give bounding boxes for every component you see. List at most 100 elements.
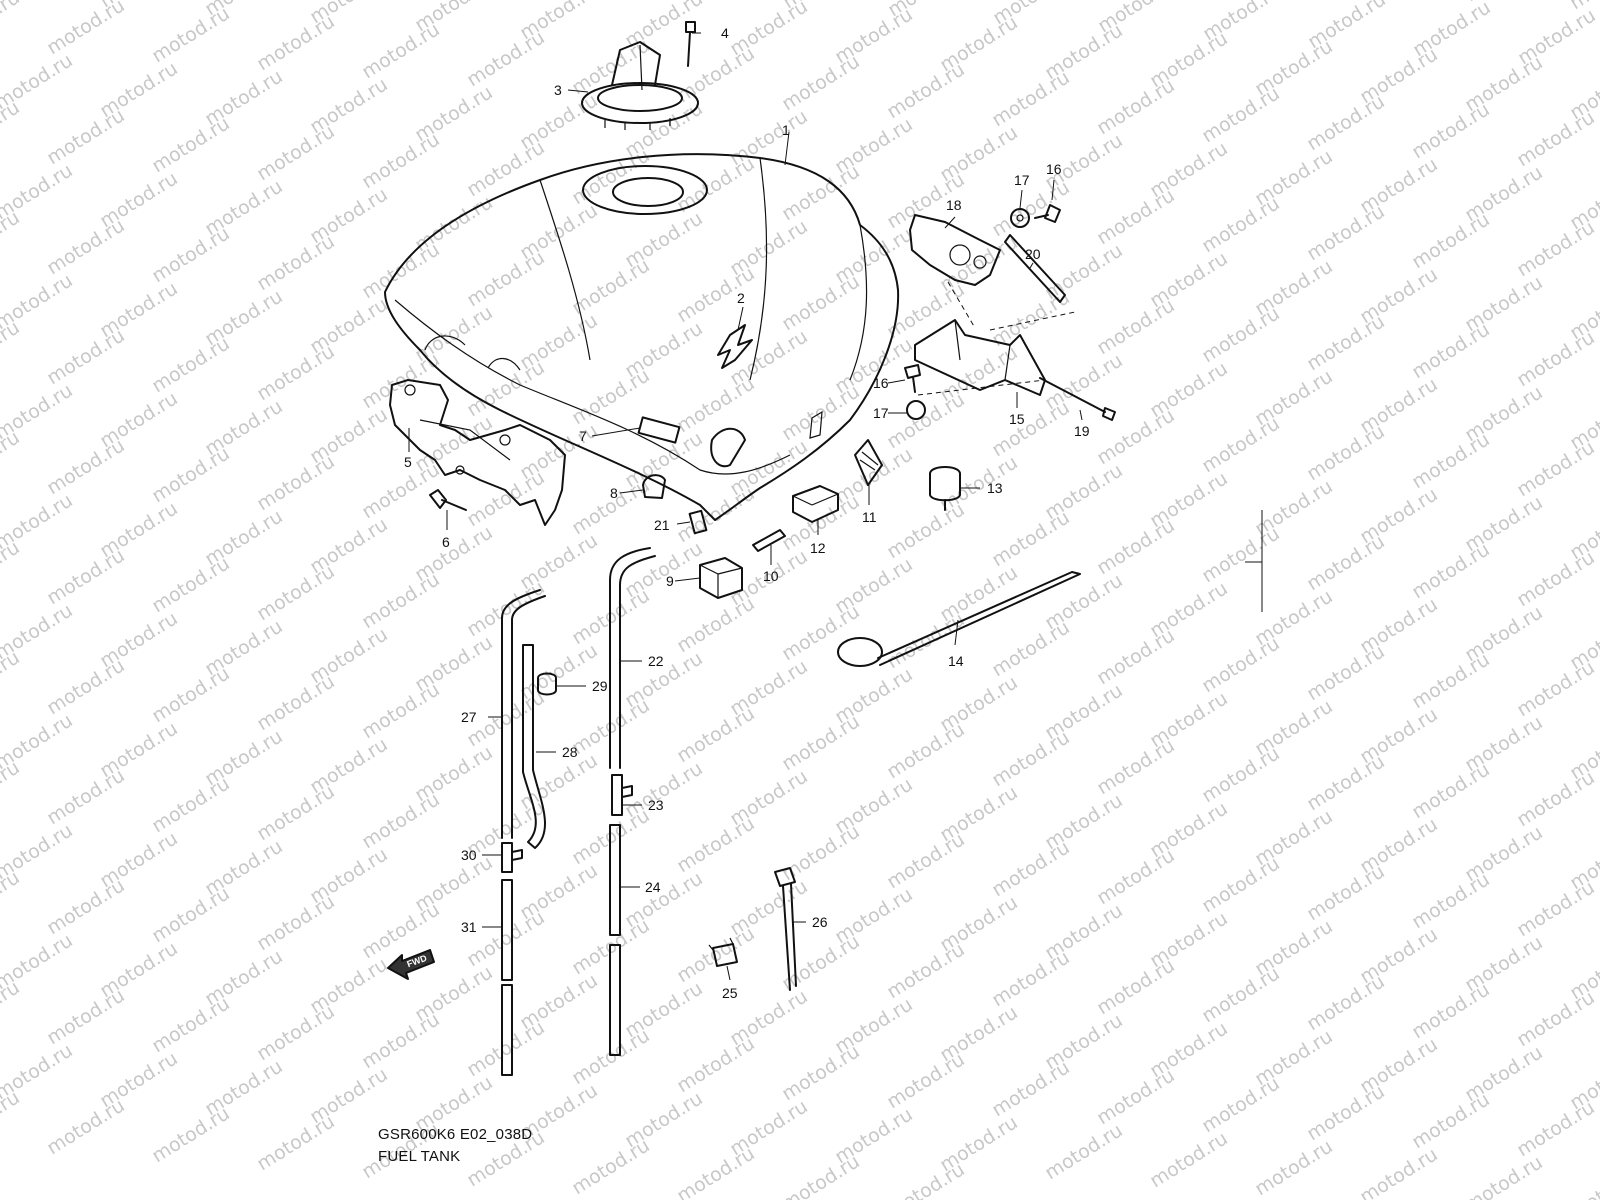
watermark-text: motod.ru bbox=[1303, 640, 1389, 705]
watermark-text: motod.ru bbox=[1408, 538, 1494, 603]
watermark-text: motod.ru bbox=[1408, 648, 1494, 713]
long-bolt-part-19 bbox=[1039, 377, 1116, 421]
hose-part-24b bbox=[609, 944, 621, 1056]
watermark-text: motod.ru bbox=[1198, 1072, 1284, 1137]
watermark-text: motod.ru bbox=[463, 356, 549, 421]
watermark-text: motod.ru bbox=[1303, 1080, 1389, 1145]
watermark-text: motod.ru bbox=[1303, 530, 1389, 595]
watermark-text: motod.ru bbox=[988, 506, 1074, 571]
watermark-text: motod.ru bbox=[358, 348, 444, 413]
watermark-text: motod.ru bbox=[1408, 868, 1494, 933]
watermark-text: motod.ru bbox=[883, 828, 969, 893]
watermark-text: motod.ru bbox=[148, 2, 234, 67]
watermark-text: motod.ru bbox=[1093, 954, 1179, 1019]
watermark-text: motod.ru bbox=[253, 1110, 339, 1175]
watermark-text: motod.ru bbox=[1093, 514, 1179, 579]
callout-6: 6 bbox=[442, 534, 450, 550]
diagram-title: FUEL TANK bbox=[378, 1148, 461, 1165]
watermark-text: motod.ru bbox=[988, 66, 1074, 131]
watermark-text: motod.ru bbox=[148, 662, 234, 727]
leader-lines bbox=[408, 32, 1083, 981]
watermark-text: motod.ru bbox=[1408, 1088, 1494, 1153]
watermark-text: motod.ru bbox=[43, 874, 129, 939]
watermark-text: motod.ru bbox=[778, 50, 864, 115]
watermark-text: motod.ru bbox=[1093, 404, 1179, 469]
watermark-text: motod.ru bbox=[1408, 98, 1494, 163]
watermark-text: motod.ru bbox=[0, 206, 24, 271]
watermark-text: motod.ru bbox=[883, 388, 969, 453]
callout-12: 12 bbox=[810, 540, 826, 556]
hose-part-28 bbox=[522, 644, 546, 849]
watermark-text: motod.ru bbox=[358, 458, 444, 523]
watermark-text: motod.ru bbox=[1408, 428, 1494, 493]
joint-part-23 bbox=[611, 774, 633, 816]
cushion-part-9 bbox=[699, 557, 743, 599]
fuel-cap-part bbox=[581, 41, 699, 130]
bolt-part-16a bbox=[1034, 204, 1061, 223]
callout-9: 9 bbox=[666, 573, 674, 589]
watermark-text: motod.ru bbox=[1566, 1159, 1600, 1200]
watermark-text: motod.ru bbox=[0, 1086, 24, 1151]
watermark-text: motod.ru bbox=[148, 992, 234, 1057]
watermark-text: motod.ru bbox=[778, 600, 864, 665]
watermark-text: motod.ru bbox=[253, 670, 339, 735]
watermark-text: motod.ru bbox=[1303, 860, 1389, 925]
watermark-text: motod.ru bbox=[673, 812, 759, 877]
watermark-text: motod.ru bbox=[358, 788, 444, 853]
callout-25: 25 bbox=[722, 985, 738, 1001]
watermark-text: motod.ru bbox=[1356, 1143, 1442, 1200]
watermark-text: motod.ru bbox=[358, 238, 444, 303]
watermark-text: motod.ru bbox=[568, 364, 654, 429]
watermark-text: motod.ru bbox=[0, 426, 24, 491]
watermark-text: motod.ru bbox=[1513, 106, 1599, 171]
watermark-text: motod.ru bbox=[1198, 632, 1284, 697]
watermark-text: motod.ru bbox=[673, 702, 759, 767]
watermark-text: motod.ru bbox=[0, 756, 24, 821]
callout-17b: 17 bbox=[873, 405, 889, 421]
watermark-text: motod.ru bbox=[0, 866, 24, 931]
watermark-text: motod.ru bbox=[1513, 876, 1599, 941]
watermark-text: motod.ru bbox=[0, 536, 24, 601]
watermark-text: motod.ru bbox=[253, 780, 339, 845]
watermark-text: motod.ru bbox=[358, 1008, 444, 1073]
watermark-text: motod.ru bbox=[253, 120, 339, 185]
watermark-text: motod.ru bbox=[883, 938, 969, 1003]
watermark-text: motod.ru bbox=[43, 1094, 129, 1159]
watermark-text: motod.ru bbox=[1093, 624, 1179, 689]
watermark-text: motod.ru bbox=[1408, 758, 1494, 823]
hose-part-22 bbox=[609, 547, 656, 769]
watermark-text: motod.ru bbox=[673, 592, 759, 657]
watermark-text: motod.ru bbox=[43, 654, 129, 719]
callout-14: 14 bbox=[948, 653, 964, 669]
mount-plate-part bbox=[909, 214, 1001, 286]
watermark-text: motod.ru bbox=[1198, 742, 1284, 807]
watermark-text: motod.ru bbox=[43, 324, 129, 389]
callout-26: 26 bbox=[812, 914, 828, 930]
watermark-text: motod.ru bbox=[1513, 986, 1599, 1051]
watermark-text: motod.ru bbox=[1093, 294, 1179, 359]
callout-31: 31 bbox=[461, 919, 477, 935]
watermark-text: motod.ru bbox=[673, 262, 759, 327]
callout-30: 30 bbox=[461, 847, 477, 863]
watermark-text: motod.ru bbox=[1093, 1064, 1179, 1129]
tee-joint-part-30 bbox=[501, 842, 523, 873]
watermark-text: motod.ru bbox=[148, 552, 234, 617]
watermark-text: motod.ru bbox=[778, 820, 864, 885]
watermark-text: motod.ru bbox=[1198, 522, 1284, 587]
clip-part-21 bbox=[688, 509, 708, 535]
watermark-text: motod.ru bbox=[1198, 962, 1284, 1027]
assembly-guide-lines bbox=[917, 281, 1076, 396]
clamp-part-25 bbox=[708, 937, 738, 967]
callout-2: 2 bbox=[737, 290, 745, 306]
watermark-text: motod.ru bbox=[43, 214, 129, 279]
watermark-text: motod.ru bbox=[778, 1150, 864, 1200]
watermark-text: motod.ru bbox=[253, 340, 339, 405]
watermark-text: motod.ru bbox=[0, 976, 24, 1041]
watermark-text: motod.ru bbox=[1198, 412, 1284, 477]
watermark-text: motod.ru bbox=[1093, 74, 1179, 139]
watermark-text: motod.ru bbox=[988, 396, 1074, 461]
watermark-text: motod.ru bbox=[43, 544, 129, 609]
grommet-part-17a bbox=[1010, 208, 1030, 228]
bracket-bolt-part bbox=[429, 489, 467, 511]
watermark-text: motod.ru bbox=[778, 710, 864, 775]
